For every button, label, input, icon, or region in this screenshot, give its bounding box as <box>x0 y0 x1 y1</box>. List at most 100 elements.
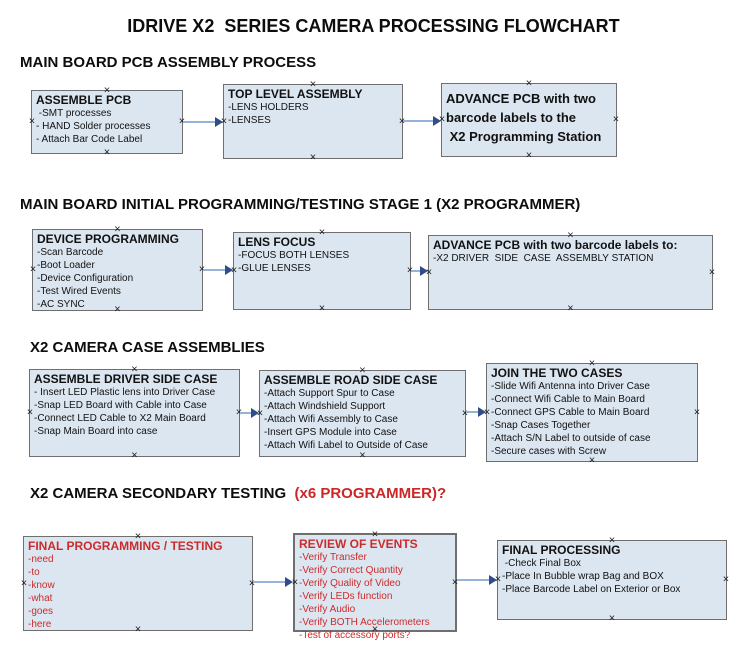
box-item: -Verify LEDs function <box>299 591 393 603</box>
box-items: - Insert LED Plastic lens into Driver Ca… <box>34 386 236 438</box>
anchor-x-icon: × <box>398 115 406 127</box>
section-header-initial-programming: MAIN BOARD INITIAL PROGRAMMING/TESTING S… <box>20 196 581 213</box>
anchor-x-icon: × <box>103 84 111 97</box>
box-item: -Test Wired Events <box>37 286 121 298</box>
anchor-x-icon: × <box>693 406 701 418</box>
anchor-x-icon: × <box>438 113 446 126</box>
box-title: JOIN THE TWO CASES <box>491 366 623 380</box>
box-item: -X2 DRIVER SIDE CASE ASSEMBLY STATION <box>433 253 654 265</box>
box-item: -Place In Bubble wrap Bag and BOX <box>502 571 664 583</box>
box-item: -SMT processes <box>36 108 112 120</box>
anchor-x-icon: × <box>371 528 379 541</box>
anchor-x-icon: × <box>371 623 379 636</box>
anchor-x-icon: × <box>567 229 574 242</box>
anchor-x-icon: × <box>608 612 616 625</box>
box-item: -Verify BOTH Accelerometers <box>299 617 430 629</box>
box-item: - HAND Solder processes <box>36 121 151 133</box>
arrow-head-icon <box>285 577 293 587</box>
arrow-line <box>183 121 217 123</box>
box-item: - Insert LED Plastic lens into Driver Ca… <box>34 387 216 399</box>
section-header-secondary-testing-red: (x6 PROGRAMMER)? <box>294 485 447 502</box>
anchor-x-icon: × <box>722 573 730 586</box>
box-title: DEVICE PROGRAMMING <box>37 232 180 246</box>
anchor-x-icon: × <box>588 454 596 467</box>
box-items: -Check Final Box-Place In Bubble wrap Ba… <box>502 557 723 596</box>
anchor-x-icon: × <box>612 113 620 126</box>
box-item: X2 Programming Station <box>446 129 602 144</box>
anchor-x-icon: × <box>309 78 317 91</box>
box-item: -goes <box>28 606 54 618</box>
box-item: -here <box>28 619 52 631</box>
box-item: -Attach Wifi Assembly to Case <box>264 414 398 426</box>
arrow-head-icon <box>225 265 233 275</box>
box-item: -Connect LED Cable to X2 Main Board <box>34 413 206 425</box>
anchor-x-icon: × <box>256 407 264 419</box>
box-item: -Slide Wifi Antenna into Driver Case <box>491 381 650 393</box>
anchor-x-icon: × <box>26 406 34 419</box>
anchor-x-icon: × <box>134 623 142 636</box>
section-header-case-assemblies: X2 CAMERA CASE ASSEMBLIES <box>30 339 265 356</box>
box-title: ASSEMBLE PCB <box>36 93 132 107</box>
box-item: -Snap Main Board into case <box>34 426 158 438</box>
box-item: -Device Configuration <box>37 273 134 285</box>
anchor-x-icon: × <box>494 573 502 586</box>
arrow-line <box>203 269 227 271</box>
box-item: -Verify Audio <box>299 604 356 616</box>
flow-box-lens-focus: LENS FOCUS -FOCUS BOTH LENSES-GLUE LENSE… <box>230 227 413 314</box>
box-item: -Place Barcode Label on Exterior or Box <box>502 584 681 596</box>
flow-box-assemble-road-side-case: ASSEMBLE ROAD SIDE CASE -Attach Support … <box>256 365 469 461</box>
box-item: ADVANCE PCB with two <box>446 91 596 106</box>
box-item: -to <box>28 567 40 579</box>
flow-arrow <box>403 116 441 126</box>
flow-arrow <box>203 265 233 275</box>
anchor-x-icon: × <box>28 115 36 128</box>
anchor-x-icon: × <box>425 266 433 278</box>
box-title: TOP LEVEL ASSEMBLY <box>228 87 363 101</box>
box-item: -Snap Cases Together <box>491 420 591 432</box>
box-title: LENS FOCUS <box>238 235 316 249</box>
box-items: -need-to-know-what-goes-here <box>28 553 249 631</box>
box-title: REVIEW OF EVENTS <box>299 537 418 551</box>
anchor-x-icon: × <box>114 223 121 236</box>
anchor-x-icon: × <box>230 264 238 277</box>
box-item: -Attach Support Spur to Case <box>264 388 395 400</box>
anchor-x-icon: × <box>359 364 366 377</box>
flow-box-advance-pcb-programming-station: ADVANCE PCB with two barcode labels to th… <box>438 78 620 161</box>
box-title: ASSEMBLE ROAD SIDE CASE <box>264 373 438 387</box>
box-item: -LENS HOLDERS <box>228 102 309 114</box>
box-item: -Attach S/N Label to outside of case <box>491 433 651 445</box>
flow-box-top-level-assembly: TOP LEVEL ASSEMBLY -LENS HOLDERS-LENSES … <box>220 79 406 163</box>
arrow-head-icon <box>478 407 486 417</box>
anchor-x-icon: × <box>309 151 317 164</box>
box-item: -Attach Windshield Support <box>264 401 386 413</box>
anchor-x-icon: × <box>103 146 111 159</box>
anchor-x-icon: × <box>525 149 533 162</box>
anchor-x-icon: × <box>525 77 533 90</box>
box-items: -Slide Wifi Antenna into Driver Case -Con… <box>491 380 694 458</box>
box-item: -Snap LED Board with Cable into Case <box>34 400 207 412</box>
anchor-x-icon: × <box>318 302 326 315</box>
anchor-x-icon: × <box>220 115 228 127</box>
anchor-x-icon: × <box>248 577 256 589</box>
anchor-x-icon: × <box>451 576 459 588</box>
box-item: -Secure cases with Screw <box>491 446 607 458</box>
box-title: FINAL PROGRAMMING / TESTING <box>28 539 223 553</box>
box-item: -Connect GPS Cable to Main Board <box>491 407 650 419</box>
anchor-x-icon: × <box>483 406 491 418</box>
anchor-x-icon: × <box>29 263 37 276</box>
box-items: -Verify Transfer-Verify Correct Quantity… <box>299 551 452 642</box>
box-item: barcode labels to the <box>446 110 577 125</box>
box-title: FINAL PROCESSING <box>502 543 621 557</box>
anchor-x-icon: × <box>134 530 142 543</box>
flow-arrow <box>253 577 293 587</box>
box-item: -Test of accessory ports? <box>299 630 411 642</box>
arrow-line <box>411 270 422 272</box>
flow-arrow <box>457 575 497 585</box>
anchor-x-icon: × <box>608 534 616 547</box>
arrow-line <box>466 411 480 413</box>
box-item: -Verify Quality of Video <box>299 578 401 590</box>
anchor-x-icon: × <box>461 407 469 419</box>
page-title: IDRIVE X2 SERIES CAMERA PROCESSING FLOWC… <box>127 16 620 36</box>
box-item: -GLUE LENSES <box>238 263 311 275</box>
